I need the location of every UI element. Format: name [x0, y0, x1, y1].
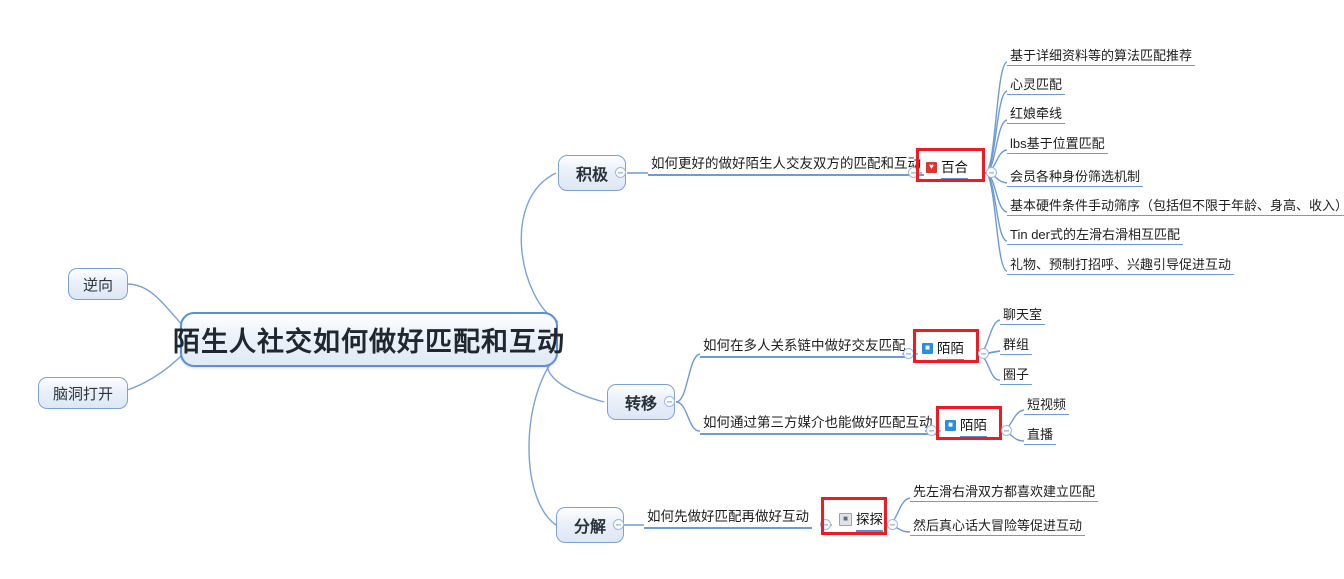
leaf-node-label: 先左滑右滑双方都喜欢建立匹配	[910, 483, 1099, 502]
root-node-label: 陌生人社交如何做好匹配和互动	[173, 327, 565, 357]
leaf-node[interactable]: 直播	[1024, 426, 1057, 447]
collapse-toggle-positive[interactable]	[615, 167, 626, 178]
leaf-node[interactable]: 短视频	[1024, 396, 1070, 417]
leaf-node-label: Tin der式的左滑右滑相互匹配	[1007, 226, 1183, 245]
leaf-node[interactable]: 会员各种身份筛选机制	[1007, 168, 1144, 189]
momo-favicon: ■	[945, 419, 956, 431]
question-node-decompose-label: 如何先做好匹配再做好互动	[644, 508, 812, 529]
question-node-thirdparty-label: 如何通过第三方媒介也能做好匹配互动	[700, 414, 936, 435]
question-node-multiperson-label: 如何在多人关系链中做好交友匹配	[700, 337, 909, 358]
collapse-toggle-transfer[interactable]	[664, 396, 675, 407]
leaf-node[interactable]: 心灵匹配	[1007, 76, 1066, 97]
collapse-toggle-momo-2[interactable]	[1001, 425, 1012, 436]
collapse-toggle-positive-question[interactable]	[908, 167, 919, 178]
leaf-node[interactable]: 先左滑右滑双方都喜欢建立匹配	[910, 483, 1099, 504]
leaf-node-label: 直播	[1024, 426, 1057, 445]
branch-node-reverse[interactable]: 逆向	[68, 268, 128, 300]
branch-node-brainstorm-label: 脑洞打开	[52, 385, 113, 403]
question-node-positive[interactable]: 如何更好的做好陌生人交友双方的匹配和互动	[648, 155, 924, 178]
momo-favicon: ■	[922, 342, 933, 354]
collapse-toggle-decompose-question[interactable]	[820, 519, 831, 530]
leaf-node-label: 基于详细资料等的算法匹配推荐	[1007, 47, 1196, 66]
branch-node-transfer-label: 转移	[624, 396, 657, 413]
question-node-decompose[interactable]: 如何先做好匹配再做好互动	[644, 508, 812, 531]
leaf-node[interactable]: Tin der式的左滑右滑相互匹配	[1007, 226, 1183, 247]
tantan-favicon: ■	[839, 512, 852, 526]
leaf-node-label: 红娘牵线	[1007, 105, 1066, 124]
leaf-node-label: lbs基于位置匹配	[1007, 135, 1108, 154]
collapse-toggle-thirdparty-question[interactable]	[926, 425, 937, 436]
app-node-momo-2-label: 陌陌	[960, 414, 987, 438]
branch-node-decompose-label: 分解	[573, 519, 606, 536]
branch-node-brainstorm[interactable]: 脑洞打开	[38, 377, 128, 409]
leaf-node-label: 圈子	[1000, 366, 1033, 385]
branch-node-decompose[interactable]: 分解	[556, 507, 624, 543]
leaf-node-label: 聊天室	[1000, 306, 1046, 325]
leaf-node[interactable]: 基于详细资料等的算法匹配推荐	[1007, 47, 1196, 68]
leaf-node-label: 礼物、预制打招呼、兴趣引导促进互动	[1007, 256, 1235, 275]
leaf-node-label: 然后真心话大冒险等促进互动	[910, 517, 1086, 536]
collapse-toggle-momo-1[interactable]	[978, 348, 989, 359]
app-node-tantan-label: 探探	[856, 508, 883, 532]
leaf-node[interactable]: 红娘牵线	[1007, 105, 1066, 126]
app-node-momo-2[interactable]: ■ 陌陌	[941, 413, 991, 440]
question-node-positive-label: 如何更好的做好陌生人交友双方的匹配和互动	[648, 155, 924, 176]
app-node-baihe-label: 百合	[941, 156, 968, 180]
app-node-momo-1[interactable]: ■ 陌陌	[918, 336, 968, 363]
leaf-node[interactable]: lbs基于位置匹配	[1007, 135, 1108, 156]
app-node-tantan[interactable]: ■ 探探	[835, 507, 887, 534]
leaf-node-label: 群组	[1000, 336, 1033, 355]
leaf-node-label: 心灵匹配	[1007, 76, 1066, 95]
branch-node-positive-label: 积极	[575, 167, 608, 184]
leaf-node[interactable]: 基本硬件条件手动筛序（包括但不限于年龄、身高、收入）	[1007, 197, 1344, 218]
branch-node-reverse-label: 逆向	[82, 276, 113, 294]
heart-favicon: ♥	[926, 161, 937, 173]
leaf-node-label: 短视频	[1024, 396, 1070, 415]
leaf-node-label: 基本硬件条件手动筛序（包括但不限于年龄、身高、收入）	[1007, 197, 1344, 216]
collapse-toggle-baihe[interactable]	[986, 167, 997, 178]
app-node-baihe[interactable]: ♥ 百合	[922, 155, 972, 182]
leaf-node[interactable]: 群组	[1000, 336, 1033, 357]
collapse-toggle-decompose[interactable]	[613, 519, 624, 530]
question-node-thirdparty[interactable]: 如何通过第三方媒介也能做好匹配互动	[700, 414, 936, 437]
leaf-node[interactable]: 然后真心话大冒险等促进互动	[910, 517, 1086, 538]
question-node-multiperson[interactable]: 如何在多人关系链中做好交友匹配	[700, 337, 909, 360]
collapse-toggle-tantan[interactable]	[887, 519, 898, 530]
leaf-node[interactable]: 礼物、预制打招呼、兴趣引导促进互动	[1007, 256, 1235, 277]
collapse-toggle-multiperson-question[interactable]	[903, 348, 914, 359]
leaf-node[interactable]: 聊天室	[1000, 306, 1046, 327]
root-node[interactable]: 陌生人社交如何做好匹配和互动	[173, 312, 564, 367]
app-node-momo-1-label: 陌陌	[937, 337, 964, 361]
leaf-node-label: 会员各种身份筛选机制	[1007, 168, 1144, 187]
leaf-node[interactable]: 圈子	[1000, 366, 1033, 387]
